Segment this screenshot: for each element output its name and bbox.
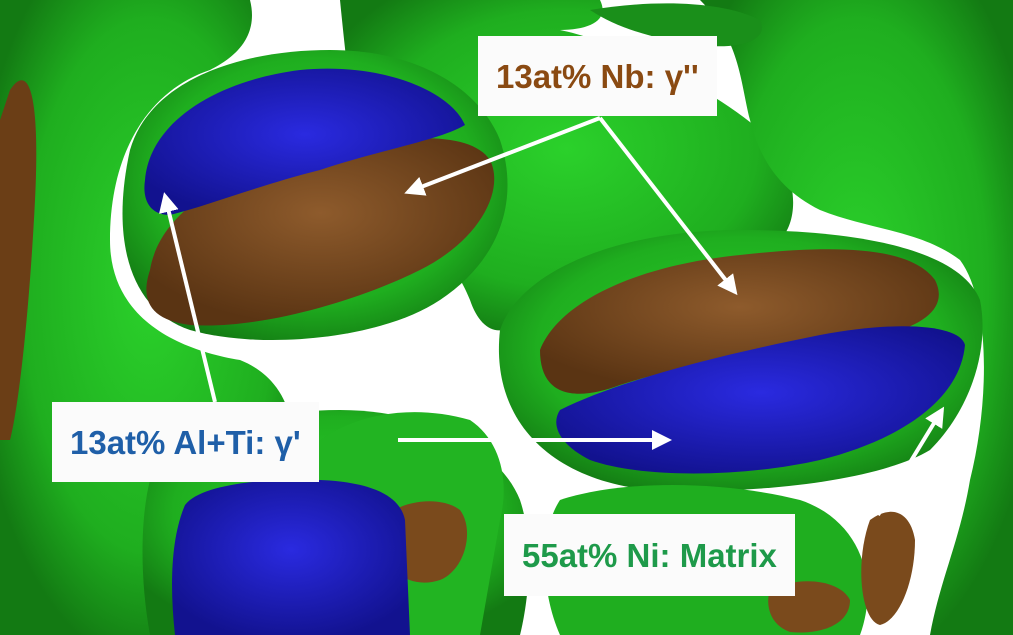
alti-phase-label: 13at% Al+Ti: γ' — [52, 402, 319, 482]
ni-matrix-label-text: 55at% Ni: Matrix — [522, 536, 777, 574]
alti-phase-label-text: 13at% Al+Ti: γ' — [70, 423, 301, 461]
nb-phase-label: 13at% Nb: γ'' — [478, 36, 717, 116]
arrow-nb-left — [404, 116, 601, 196]
arrow-alti-left — [159, 192, 217, 403]
ni-matrix-label: 55at% Ni: Matrix — [504, 514, 795, 596]
arrow-ni — [876, 406, 945, 517]
arrow-nb-right — [598, 116, 738, 296]
nb-phase-label-text: 13at% Nb: γ'' — [496, 57, 699, 95]
annotation-arrows — [159, 116, 945, 517]
